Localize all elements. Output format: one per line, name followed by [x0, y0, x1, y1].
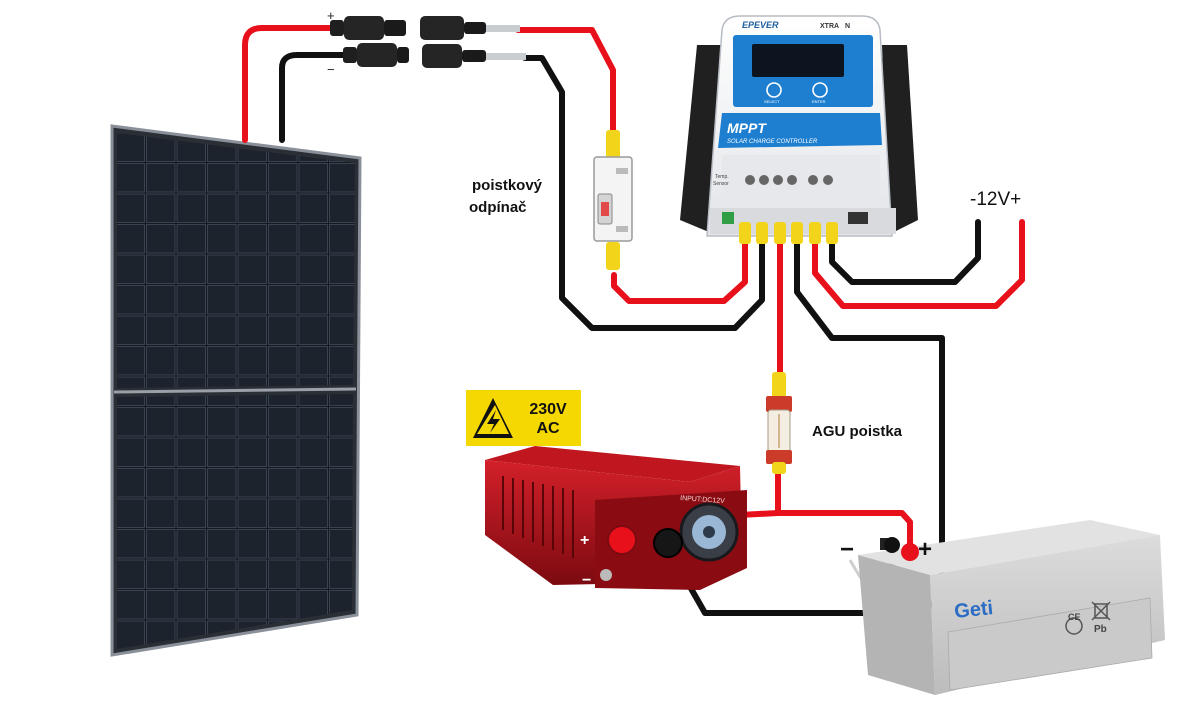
- warning-sign: [466, 390, 581, 446]
- mc4-connectors: [330, 16, 526, 68]
- agu-fuse: [766, 372, 792, 474]
- circuit-breaker: [593, 130, 633, 270]
- bin-icon: [1091, 601, 1111, 621]
- controller-temp-label-1: Temp.: [715, 174, 729, 180]
- load-terminal-label: -12V+: [970, 189, 1021, 210]
- breaker-label-line2: odpínač: [469, 199, 527, 216]
- solar-panel: [110, 124, 362, 657]
- controller-badge: N: [845, 23, 850, 30]
- controller-select-label: SELECT: [764, 99, 780, 104]
- fuse-to-battery-wire: [775, 467, 913, 548]
- controller-subtitle: SOLAR CHARGE CONTROLLER: [727, 139, 818, 145]
- breaker-label-line1: poistkový: [472, 177, 543, 194]
- pv-negative-to-controller-wire: [522, 55, 765, 331]
- battery-plus-label: +: [918, 536, 932, 563]
- battery-pb-mark: Pb: [1094, 624, 1107, 635]
- charge-controller: [680, 15, 918, 244]
- controller-brand: EPEVER: [742, 20, 779, 30]
- load-negative-wire: [829, 219, 981, 285]
- battery-brand: Geti: [953, 597, 994, 623]
- pv-positive-to-breaker-wire: [515, 27, 616, 143]
- panel-negative-wire: [279, 52, 348, 143]
- battery-ce-mark: CE: [1068, 612, 1081, 622]
- controller-enter-label: ENTER: [812, 99, 826, 104]
- controller-title: MPPT: [727, 120, 767, 136]
- inverter: [485, 446, 747, 590]
- warning-type: AC: [536, 420, 560, 437]
- inverter-minus-label: −: [582, 572, 591, 589]
- fuse-label: AGU poistka: [812, 423, 903, 440]
- recycle-icon: [1065, 617, 1083, 635]
- minus-connector-label: −: [327, 62, 335, 77]
- inverter-plus-label: +: [580, 532, 589, 549]
- panel-positive-wire: [242, 25, 335, 143]
- breaker-to-controller-wire: [611, 237, 748, 304]
- plus-connector-label: +: [327, 8, 335, 23]
- load-positive-wire: [812, 219, 1025, 309]
- controller-temp-label-2: Sensor: [713, 181, 729, 187]
- battery-minus-label: −: [840, 536, 854, 563]
- battery: [848, 520, 1165, 695]
- inverter-input-label: INPUT:DC12V: [680, 495, 725, 505]
- controller-model: XTRA: [820, 23, 839, 30]
- warning-voltage: 230V: [529, 401, 567, 418]
